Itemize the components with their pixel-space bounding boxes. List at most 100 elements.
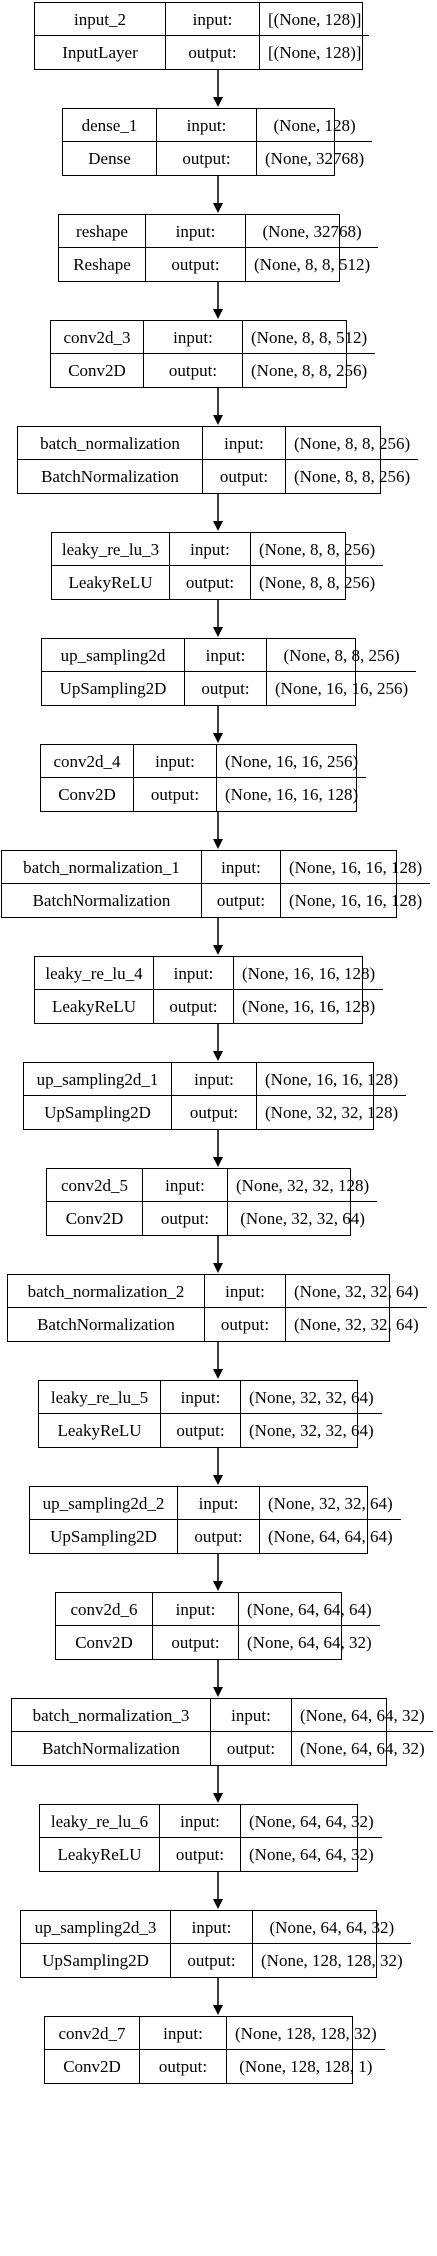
input-label: input: bbox=[134, 745, 217, 778]
layer-name: reshape bbox=[59, 215, 146, 248]
output-label: output: bbox=[170, 566, 251, 599]
arrowhead-icon bbox=[213, 945, 223, 955]
input-label: input: bbox=[153, 1593, 239, 1626]
arrowhead-icon bbox=[213, 1051, 223, 1061]
output-shape: (None, 64, 64, 32) bbox=[247, 1633, 372, 1652]
output-shape: (None, 32, 32, 64) bbox=[240, 1209, 365, 1228]
input-label: input: bbox=[144, 321, 243, 354]
output-label: output: bbox=[205, 1308, 286, 1341]
output-label: output: bbox=[153, 1626, 239, 1659]
layer-name: leaky_re_lu_3 bbox=[52, 533, 170, 566]
input-shape: (None, 32768) bbox=[246, 215, 379, 248]
input-label: input: bbox=[140, 2017, 227, 2050]
output-shape: (None, 16, 16, 128) bbox=[289, 891, 423, 910]
layer-type: BatchNormalization bbox=[8, 1308, 205, 1341]
arrowhead-icon bbox=[213, 203, 223, 213]
output-shape: (None, 8, 8, 256) bbox=[294, 467, 411, 486]
input-shape: (None, 16, 16, 128) bbox=[234, 957, 384, 990]
input-shape: (None, 16, 16, 128) bbox=[281, 851, 431, 884]
layer-name: leaky_re_lu_4 bbox=[35, 957, 154, 990]
layer-name: up_sampling2d bbox=[42, 639, 185, 672]
layer-name: conv2d_3 bbox=[51, 321, 144, 354]
arrowhead-icon bbox=[213, 97, 223, 107]
arrowhead-icon bbox=[213, 1369, 223, 1379]
input-shape: (None, 32, 32, 128) bbox=[228, 1169, 378, 1202]
input-shape: (None, 128, 128, 32) bbox=[227, 2017, 385, 2050]
layer-type: BatchNormalization bbox=[12, 1732, 211, 1765]
arrowhead-icon bbox=[213, 1899, 223, 1909]
output-label: output: bbox=[166, 36, 260, 69]
layer-type: UpSampling2D bbox=[24, 1096, 172, 1129]
output-label: output: bbox=[178, 1520, 260, 1553]
layer-name: leaky_re_lu_6 bbox=[40, 1805, 160, 1838]
output-shape: (None, 64, 64, 32) bbox=[249, 1845, 374, 1864]
input-label: input: bbox=[161, 1381, 241, 1414]
output-shape: (None, 8, 8, 256) bbox=[251, 361, 368, 380]
output-shape: (None, 32768) bbox=[265, 149, 365, 168]
input-label: input: bbox=[178, 1487, 260, 1520]
layer-name: conv2d_5 bbox=[47, 1169, 143, 1202]
input-shape: (None, 128) bbox=[257, 109, 373, 142]
input-label: input: bbox=[203, 427, 286, 460]
output-label: output: bbox=[157, 142, 257, 175]
output-label: output: bbox=[185, 672, 267, 705]
layer-name: batch_normalization_3 bbox=[12, 1699, 211, 1732]
arrowhead-icon bbox=[213, 521, 223, 531]
input-shape: [(None, 128)] bbox=[260, 3, 370, 36]
arrowhead-icon bbox=[213, 1581, 223, 1591]
input-label: input: bbox=[166, 3, 260, 36]
input-shape: (None, 32, 32, 64) bbox=[260, 1487, 401, 1520]
input-label: input: bbox=[157, 109, 257, 142]
output-label: output: bbox=[144, 354, 243, 387]
arrowhead-icon bbox=[213, 1475, 223, 1485]
layer-type: LeakyReLU bbox=[40, 1838, 160, 1871]
input-shape: (None, 64, 64, 32) bbox=[292, 1699, 433, 1732]
input-label: input: bbox=[170, 533, 251, 566]
input-label: input: bbox=[205, 1275, 286, 1308]
output-shape: (None, 16, 16, 128) bbox=[225, 785, 359, 804]
layer-type: UpSampling2D bbox=[42, 672, 185, 705]
layer-type: InputLayer bbox=[35, 36, 166, 69]
output-label: output: bbox=[203, 460, 286, 493]
arrowhead-icon bbox=[213, 309, 223, 319]
layer-type: BatchNormalization bbox=[2, 884, 202, 917]
layer-name: conv2d_6 bbox=[56, 1593, 153, 1626]
input-shape: (None, 32, 32, 64) bbox=[241, 1381, 382, 1414]
input-shape: (None, 64, 64, 64) bbox=[239, 1593, 380, 1626]
input-shape: (None, 8, 8, 256) bbox=[251, 533, 384, 566]
layer-name: up_sampling2d_3 bbox=[21, 1911, 171, 1944]
input-shape: (None, 8, 8, 256) bbox=[267, 639, 417, 672]
layer-name: dense_1 bbox=[63, 109, 157, 142]
output-shape: (None, 16, 16, 256) bbox=[275, 679, 409, 698]
layer-name: batch_normalization_2 bbox=[8, 1275, 205, 1308]
layer-type: Reshape bbox=[59, 248, 146, 281]
arrowhead-icon bbox=[213, 1263, 223, 1273]
output-label: output: bbox=[172, 1096, 257, 1129]
output-shape: (None, 8, 8, 512) bbox=[254, 255, 371, 274]
input-label: input: bbox=[202, 851, 281, 884]
input-shape: (None, 16, 16, 128) bbox=[257, 1063, 407, 1096]
layer-type: UpSampling2D bbox=[30, 1520, 178, 1553]
output-label: output: bbox=[202, 884, 281, 917]
input-label: input: bbox=[185, 639, 267, 672]
layer-type: Conv2D bbox=[41, 778, 134, 811]
input-shape: (None, 64, 64, 32) bbox=[241, 1805, 382, 1838]
input-label: input: bbox=[211, 1699, 292, 1732]
output-label: output: bbox=[143, 1202, 228, 1235]
arrowhead-icon bbox=[213, 1687, 223, 1697]
arrowhead-icon bbox=[213, 1157, 223, 1167]
input-label: input: bbox=[143, 1169, 228, 1202]
